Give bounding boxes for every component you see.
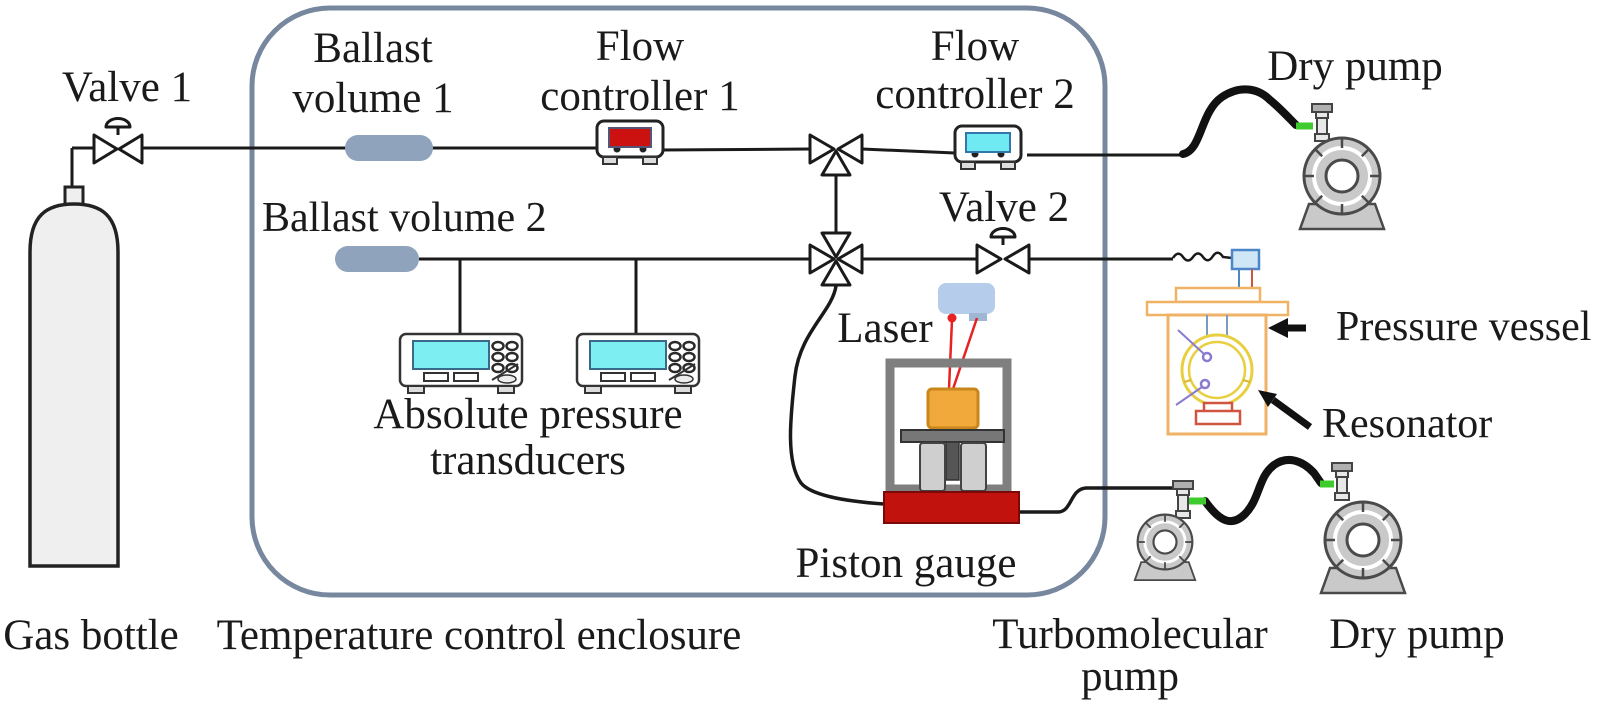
laser-label: Laser (837, 305, 933, 352)
transducer-lead (1175, 386, 1203, 406)
ballast-volume-2-label: Ballast volume 2 (262, 195, 547, 241)
dry-pump-top-label: Dry pump (1267, 43, 1443, 90)
piston-mass-block (926, 387, 980, 430)
vessel-flange-upper (1174, 286, 1262, 304)
ballast-volume-2-capsule (335, 246, 419, 272)
piston-gauge-outlet-tube (1019, 486, 1176, 514)
flow-controller-2 (953, 124, 1023, 171)
valve-1 (92, 117, 144, 165)
transducers-label-line2: transducers (430, 437, 626, 484)
pressure-transducer-1 (398, 332, 524, 395)
valve-1-label: Valve 1 (62, 64, 192, 111)
enclosure-label: Temperature control enclosure (217, 612, 742, 659)
flow-controller-2-display (965, 132, 1011, 153)
piston-gauge-label: Piston gauge (796, 540, 1017, 587)
valve-2-label: Valve 2 (939, 184, 1069, 231)
transducers-label-line1: Absolute pressure (373, 391, 682, 438)
piston-gauge-frame (885, 358, 1012, 494)
ballast-volume-1-label-line2: volume 1 (292, 75, 453, 122)
valve-2-body (1003, 243, 1031, 275)
dry-pump-bottom-fitting (1331, 462, 1353, 501)
resonator-arrow (1258, 390, 1313, 430)
vessel-feedthrough-box (1230, 248, 1261, 271)
flow-controller-1-label-line2: controller 1 (540, 73, 739, 120)
valve-1-body (117, 133, 144, 165)
hose-to-dry-pump-top (1179, 85, 1300, 158)
piston-gauge-inlet-tube (788, 285, 885, 506)
tubing-lines (70, 146, 1233, 514)
pressure-vessel (1145, 248, 1290, 436)
gas-bottle-body (28, 202, 120, 568)
cross-valve-2 (808, 231, 864, 287)
gas-bottle-label: Gas bottle (3, 612, 179, 659)
flow-controller-1-label-line1: Flow (596, 23, 684, 70)
valve-2 (975, 227, 1031, 275)
temperature-enclosure-box (249, 5, 1108, 598)
piston-platform (900, 429, 1005, 443)
valve-1-handle (104, 117, 132, 135)
turbo-pump-label-line2: pump (1081, 653, 1179, 700)
hose-turbo-to-dry-pump (1201, 455, 1325, 526)
valve-1-body (92, 133, 119, 165)
transducer-drop-lines (458, 259, 638, 336)
cross-valve-1 (808, 133, 864, 177)
flow-controller-1-display (608, 127, 652, 148)
turbo-pump-label-line1: Turbomolecular (992, 611, 1268, 658)
flow-controller-2-label-line1: Flow (931, 23, 1019, 70)
laser (938, 283, 995, 390)
laser-aperture (969, 313, 987, 321)
laser-body (938, 283, 995, 314)
green-hose-couplings (1189, 122, 1334, 505)
flow-controller-2-label-line2: controller 2 (875, 71, 1074, 118)
gas-bottle (28, 185, 120, 568)
ballast-volume-1-capsule (345, 135, 433, 161)
piston-gauge-base (883, 491, 1020, 524)
ballast-volume-1-label-line1: Ballast (313, 25, 432, 72)
row1-line (142, 146, 1183, 157)
dry-pump-top-fitting (1311, 103, 1333, 142)
piston-weight-left (919, 442, 946, 492)
transducer-lead (1177, 329, 1205, 355)
gas-bottle-to-valve1-line (70, 146, 94, 191)
resonator-support-base (1194, 409, 1242, 426)
vacuum-hoses (1179, 85, 1325, 526)
resonator-label: Resonator (1322, 401, 1492, 447)
flow-controller-1 (595, 119, 665, 166)
dry-pump-bottom-label: Dry pump (1329, 611, 1505, 658)
resonator-tick (1242, 379, 1251, 383)
callout-arrows (1258, 318, 1313, 430)
laser-beam (951, 317, 979, 390)
coil-to-vessel (1171, 251, 1233, 262)
resonator-port (1199, 378, 1211, 390)
pressure-vessel-arrow (1268, 318, 1306, 338)
vessel-flange-lid (1145, 300, 1290, 317)
laser-beam (947, 319, 954, 390)
resonator-port (1201, 351, 1213, 363)
dry-pump-top-body (1298, 136, 1386, 231)
laser-spot (947, 313, 957, 323)
turbo-pump-body (1133, 513, 1197, 582)
turbomolecular-pump (1133, 480, 1197, 582)
pressure-vessel-label: Pressure vessel (1336, 304, 1591, 350)
piston-rod (945, 441, 960, 481)
valve-2-body (975, 243, 1003, 275)
dry-pump-bottom-body (1319, 500, 1407, 595)
valve-2-handle (989, 227, 1017, 245)
pressure-transducer-2 (575, 332, 701, 395)
resonator-tick (1183, 379, 1192, 383)
piston-gauge (883, 358, 1020, 524)
piston-weight-right (960, 442, 987, 492)
